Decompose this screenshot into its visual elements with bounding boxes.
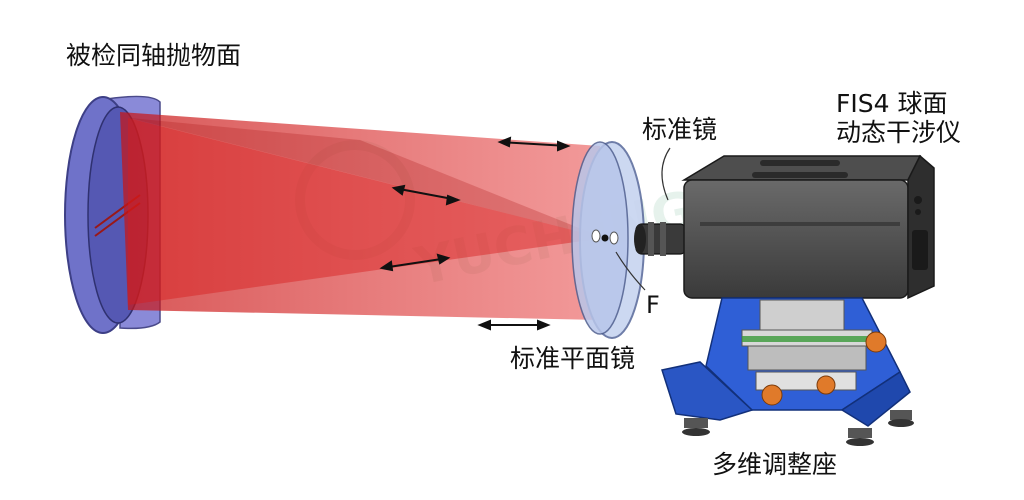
laser-beam [120, 112, 604, 320]
flat-mirror [571, 141, 645, 339]
flat-mirror-label: 标准平面镜 [510, 344, 636, 373]
focus-label: F [646, 291, 660, 319]
mount-label: 多维调整座 [712, 450, 838, 479]
interferometer-label-line2: 动态干涉仪 [836, 117, 962, 147]
focus-point [601, 234, 609, 242]
paraboloid-label: 被检同轴抛物面 [66, 41, 242, 70]
adjustment-mount [661, 297, 914, 446]
interferometer-label-line1: FIS4 球面 [836, 89, 948, 118]
leader-lines [615, 147, 671, 291]
interferometer-label: FIS4 球面 动态干涉仪 [836, 89, 962, 148]
interferometer [681, 154, 935, 300]
beam-direction-arrows [379, 136, 571, 331]
standard-lens [634, 222, 687, 256]
standard-lens-label: 标准镜 [642, 115, 718, 144]
